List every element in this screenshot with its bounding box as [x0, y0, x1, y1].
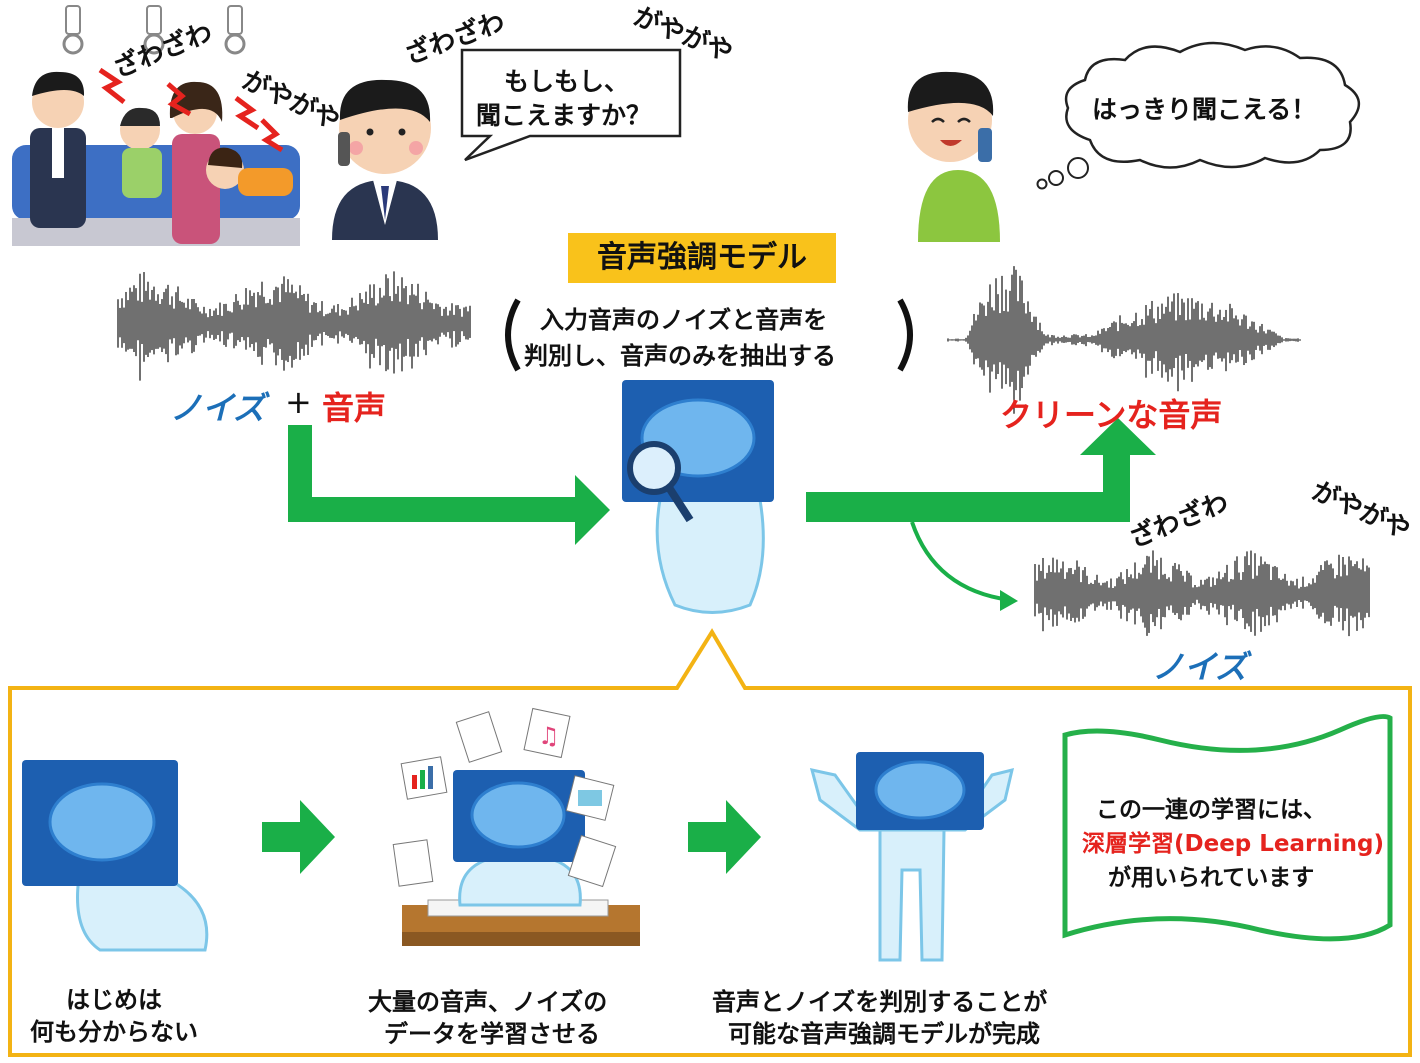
noisy-input-waveform [117, 271, 471, 381]
deep-learning-scroll [1062, 714, 1393, 942]
noise-out-arrow [910, 521, 1011, 602]
plus-sign: + [285, 383, 312, 421]
step1-caption-1: はじめは [66, 986, 162, 1014]
ai-model-figure [622, 380, 774, 614]
thought-cloud [1064, 41, 1360, 169]
speech-bubble-text-1: もしもし、 [504, 67, 630, 96]
svg-text:♫: ♫ [538, 722, 560, 750]
noise-output-waveform [1034, 550, 1370, 637]
step2-caption-1: 大量の音声、ノイズの [368, 988, 608, 1016]
speech-bubble-text-2: 聞こえますか？ [476, 101, 652, 130]
clean-output-waveform [947, 266, 1301, 414]
step-arrow-2 [688, 800, 761, 874]
step3-caption-2: 可能な音声強調モデルが完成 [728, 1020, 1040, 1048]
speech-bubble [460, 48, 682, 162]
step-arrow-1 [262, 800, 335, 874]
step3-caption-1: 音声とノイズを判別することが [712, 988, 1048, 1016]
right-paren [897, 298, 913, 372]
studying-brain-figure: ♫ [392, 707, 640, 946]
left-paren [505, 298, 521, 372]
businessman-phone-illustration [332, 79, 438, 240]
note-line-1: この一連の学習には、 [1096, 797, 1326, 823]
noise-out-label: ノイズ [1152, 648, 1248, 686]
note-line-2: 深層学習(Deep Learning) [1082, 831, 1384, 857]
model-title: 音声強調モデル [568, 233, 836, 283]
clean-voice-label: クリーンな音声 [1000, 396, 1223, 434]
input-arrow [288, 425, 610, 545]
untrained-brain-figure [22, 760, 209, 952]
voice-label: 音声 [322, 389, 387, 427]
step1-caption-2: 何も分からない [30, 1018, 198, 1046]
training-callout-frame [8, 628, 1412, 1057]
output-arrow [806, 418, 1156, 522]
noise-label: ノイズ [170, 389, 266, 427]
thought-text: はっきり聞こえる！ [1092, 95, 1317, 124]
train-scene-illustration [12, 5, 300, 246]
trained-brain-figure [809, 752, 1015, 962]
note-line-3: が用いられています [1108, 865, 1315, 891]
model-description-2: 判別し、音声のみを抽出する [524, 342, 836, 370]
step2-caption-2: データを学習させる [384, 1020, 600, 1048]
model-description-1: 入力音声のノイズと音声を [540, 306, 828, 334]
happy-man-illustration [907, 71, 1000, 242]
